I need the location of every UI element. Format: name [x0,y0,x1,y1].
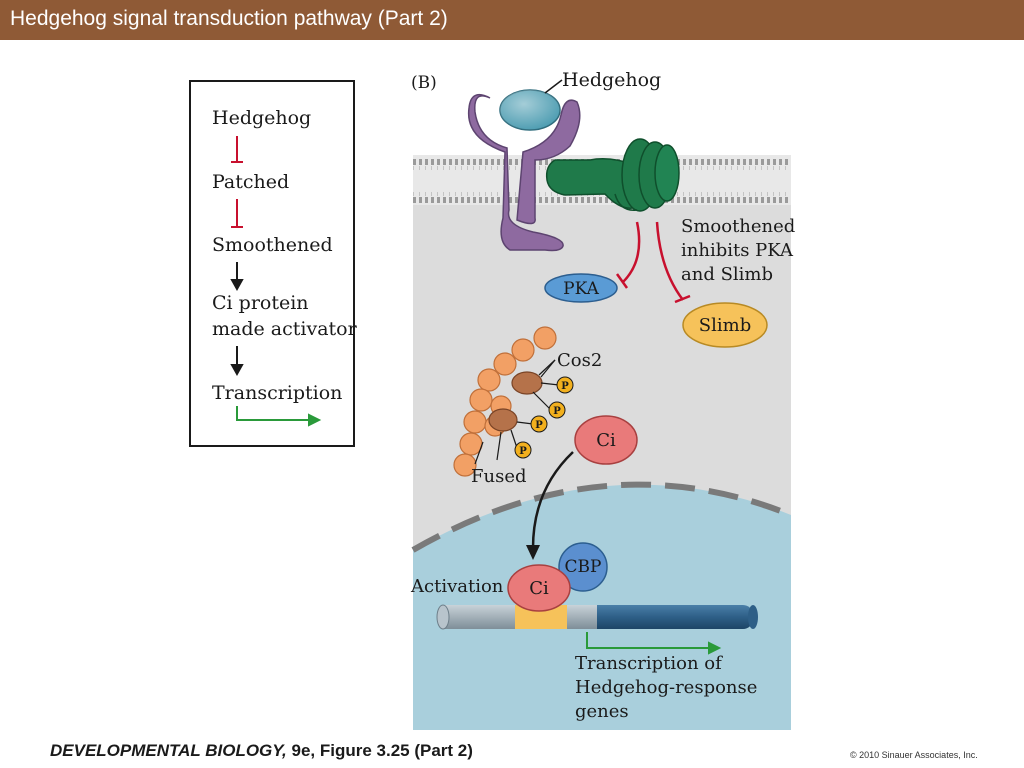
summary-ci-protein: Ci protein [212,292,309,314]
smoothened-note-line2: inhibits PKA [681,240,794,261]
summary-svg: Hedgehog Patched Smoothened Ci protein m… [212,107,357,427]
summary-smoothened: Smoothened [212,234,333,256]
transcription-label-line1: Transcription of [575,653,723,674]
fused-protein [488,408,518,432]
phospho-links [496,359,560,461]
phospho-label-3: P [535,420,543,431]
ci-label: Ci [596,430,616,451]
summary-transcription-arrow [236,406,322,427]
summary-transcription: Transcription [212,382,342,404]
smoothened-receptor [545,138,680,212]
summary-activation-arrows [230,262,244,377]
slimb-protein [682,302,768,348]
fused-label: Fused [471,466,527,487]
footer-citation: DEVELOPMENTAL BIOLOGY, 9e, Figure 3.25 (… [50,741,473,761]
ci-translocation-arrow [531,451,574,549]
slimb-label: Slimb [699,315,751,336]
summary-made-activator: made activator [212,318,357,340]
patched-receptor [467,93,581,252]
footer-book-title: DEVELOPMENTAL BIOLOGY, [50,741,287,760]
dna-strand [436,604,758,630]
pka-label: PKA [563,279,599,299]
ci-nuclear-label: Ci [529,578,549,599]
cos2-protein [511,371,543,395]
phospho-label-4: P [519,446,527,457]
transcription-label-line3: genes [575,701,629,722]
transcription-label-line2: Hedgehog-response [575,677,757,698]
smoothened-note-line3: and Slimb [681,264,773,285]
summary-patched: Patched [212,171,289,193]
ci-translocation-arrowhead [526,545,540,560]
smoothened-note-line1: Smoothened [681,216,795,237]
pathway-figure: P P P P (B) Hedgehog [405,60,805,730]
cbp-protein [558,542,608,592]
phospho-label-2: P [553,406,561,417]
phospho-label-1: P [561,381,569,392]
gene-transcription-arrow [586,632,722,655]
hedgehog-label: Hedgehog [562,69,661,91]
cos2-label: Cos2 [557,350,602,371]
summary-inhibition-arrows [231,136,243,228]
activation-label: Activation [410,576,504,597]
pathway-summary-box: Hedgehog Patched Smoothened Ci protein m… [189,80,357,447]
footer-edition-figure: 9e, Figure 3.25 (Part 2) [286,741,473,760]
footer-copyright: © 2010 Sinauer Associates, Inc. [850,750,978,760]
slide-title: Hedgehog signal transduction pathway (Pa… [10,7,448,30]
summary-hedgehog: Hedgehog [212,107,311,129]
figure-svg: P P P P (B) Hedgehog [410,69,795,730]
ci-protein [574,415,638,465]
hedgehog-pointer [544,79,563,94]
phospho-groups [514,376,574,459]
cbp-label: CBP [565,557,602,577]
nuclear-envelope [411,481,793,553]
smoothened-inhibition-arrows [615,221,691,304]
panel-label: (B) [411,73,437,93]
title-bar: Hedgehog signal transduction pathway (Pa… [0,0,1024,40]
pka-protein [544,273,618,303]
ci-nuclear-protein [507,564,571,612]
leader-lines [474,359,556,465]
